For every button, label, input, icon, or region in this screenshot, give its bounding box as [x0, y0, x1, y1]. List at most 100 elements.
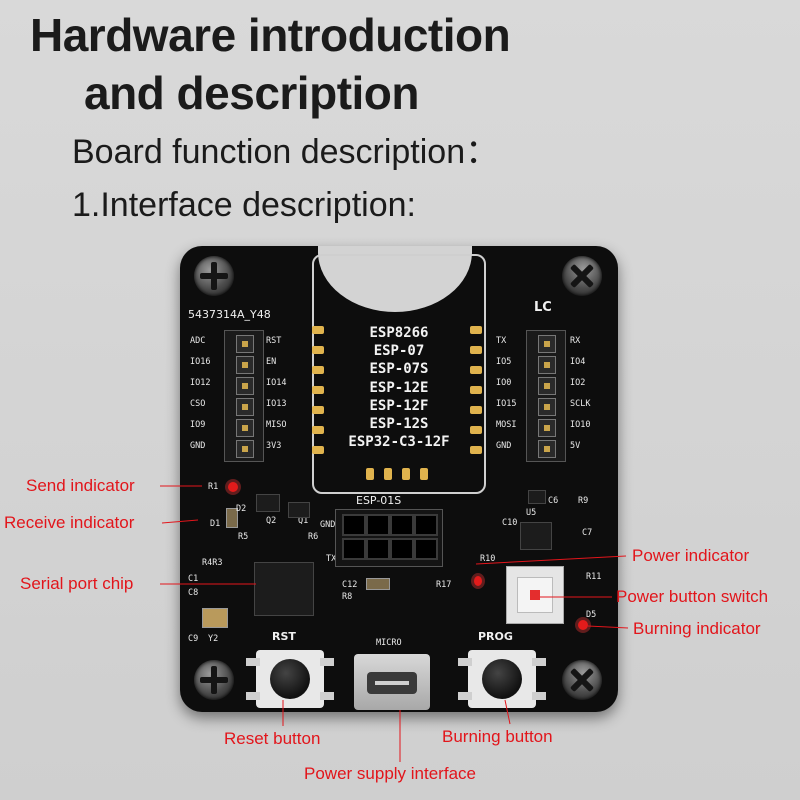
socket-pad: [312, 326, 324, 334]
component-label: R11: [586, 572, 602, 582]
voltage-regulator: [520, 522, 552, 550]
rst-label: RST: [272, 630, 296, 643]
pin-label: IO14: [266, 378, 287, 388]
usb-icon: [367, 672, 417, 694]
socket-pad: [470, 386, 482, 394]
module-label: ESP-07: [373, 343, 425, 360]
pin-label: ADC: [190, 336, 206, 346]
socket-pad: [470, 406, 482, 414]
pin-label: IO12: [190, 378, 211, 388]
socket-pad: [312, 426, 324, 434]
socket-pad: [312, 346, 324, 354]
supported-modules-list: ESP8266 ESP-07 ESP-07S ESP-12E ESP-12F E…: [332, 324, 466, 451]
component-label: Y2: [208, 634, 219, 644]
header-pin: [538, 419, 556, 437]
socket-pad: [470, 446, 482, 454]
resistor: [366, 578, 390, 590]
header-pin: [236, 419, 254, 437]
button-cap-icon: [482, 659, 522, 699]
interface-description-heading: 1.Interface description:: [72, 186, 416, 224]
header-pin: [236, 335, 254, 353]
component-label: R10: [480, 554, 496, 564]
component-label: R4R3: [202, 558, 223, 568]
module-label: ESP8266: [369, 325, 429, 341]
callout-send-indicator: Send indicator: [26, 476, 135, 495]
socket-pad: [384, 468, 392, 480]
socket-pad: [470, 366, 482, 374]
component-label: C1: [188, 574, 199, 584]
board-logo: LC: [534, 300, 552, 315]
power-indicator-led: [474, 576, 482, 586]
send-indicator-led: [228, 482, 238, 492]
module-label: ESP-12E: [369, 379, 429, 396]
button-cap-icon: [270, 659, 310, 699]
crystal: [202, 608, 228, 628]
screw-icon: [194, 660, 234, 700]
micro-label: MICRO: [376, 638, 402, 648]
component-label: D2: [236, 504, 247, 514]
switch-indicator-icon: [530, 590, 540, 600]
pin-label: RX: [570, 336, 581, 346]
regulator-tab: [528, 490, 546, 504]
component-label: GND: [320, 520, 336, 530]
pin-label: IO2: [570, 378, 586, 388]
pin-label: IO13: [266, 399, 287, 409]
component-label: C7: [582, 528, 593, 538]
prog-label: PROG: [478, 630, 513, 643]
callout-burning-indicator: Burning indicator: [633, 619, 761, 638]
socket-pad: [312, 446, 324, 454]
header-pin: [538, 440, 556, 458]
component-label: R6: [308, 532, 319, 542]
header-pin: [538, 398, 556, 416]
component-label: C12: [342, 580, 358, 590]
pin-label: IO9: [190, 420, 206, 430]
board-function-heading: Board function description：: [72, 133, 500, 171]
component-label: C9: [188, 634, 199, 644]
header-pin: [538, 356, 556, 374]
component-label: R5: [238, 532, 249, 542]
socket-pad: [470, 326, 482, 334]
callout-power-indicator: Power indicator: [632, 546, 750, 565]
module-label: ESP-12S: [369, 416, 429, 433]
screw-icon: [194, 256, 234, 296]
callout-burning-button: Burning button: [442, 727, 553, 746]
burning-indicator-led: [578, 620, 588, 630]
esp01s-label: ESP-01S: [356, 494, 402, 507]
component-label: TX: [326, 554, 337, 564]
callout-serial-port-chip: Serial port chip: [20, 574, 134, 593]
reset-button[interactable]: [246, 650, 334, 708]
page-title-line-2: and description: [84, 67, 419, 119]
micro-usb-port[interactable]: [354, 654, 430, 710]
pin-label: 3V3: [266, 441, 282, 451]
socket-pad: [312, 406, 324, 414]
pin-label: IO4: [570, 357, 586, 367]
component-label: C10: [502, 518, 518, 528]
component-label: R1: [208, 482, 219, 492]
pin-label: EN: [266, 357, 277, 367]
component-label: R17: [436, 580, 452, 590]
component-label: D1: [210, 519, 221, 529]
header-pin: [538, 335, 556, 353]
header-pin: [236, 398, 254, 416]
pin-label: 5V: [570, 441, 581, 451]
pin-label: RST: [266, 336, 282, 346]
transistor: [288, 502, 310, 518]
part-number: 5437314A_Y48: [188, 308, 271, 321]
power-button-switch[interactable]: [506, 566, 564, 624]
left-pin-header[interactable]: [224, 330, 264, 462]
pin-label: IO10: [570, 420, 591, 430]
callout-power-supply-interface: Power supply interface: [304, 764, 476, 783]
burning-button[interactable]: [458, 650, 546, 708]
esp01s-socket[interactable]: [335, 509, 443, 567]
component-label: C8: [188, 588, 199, 598]
pcb-board: ESP8266 ESP-07 ESP-07S ESP-12E ESP-12F E…: [180, 246, 618, 712]
pin-label: IO16: [190, 357, 211, 367]
socket-pad: [312, 386, 324, 394]
header-pin: [236, 377, 254, 395]
socket-pad: [402, 468, 410, 480]
header-pin: [538, 377, 556, 395]
pin-label: GND: [190, 441, 206, 451]
component-label: R8: [342, 592, 353, 602]
right-pin-header[interactable]: [526, 330, 566, 462]
